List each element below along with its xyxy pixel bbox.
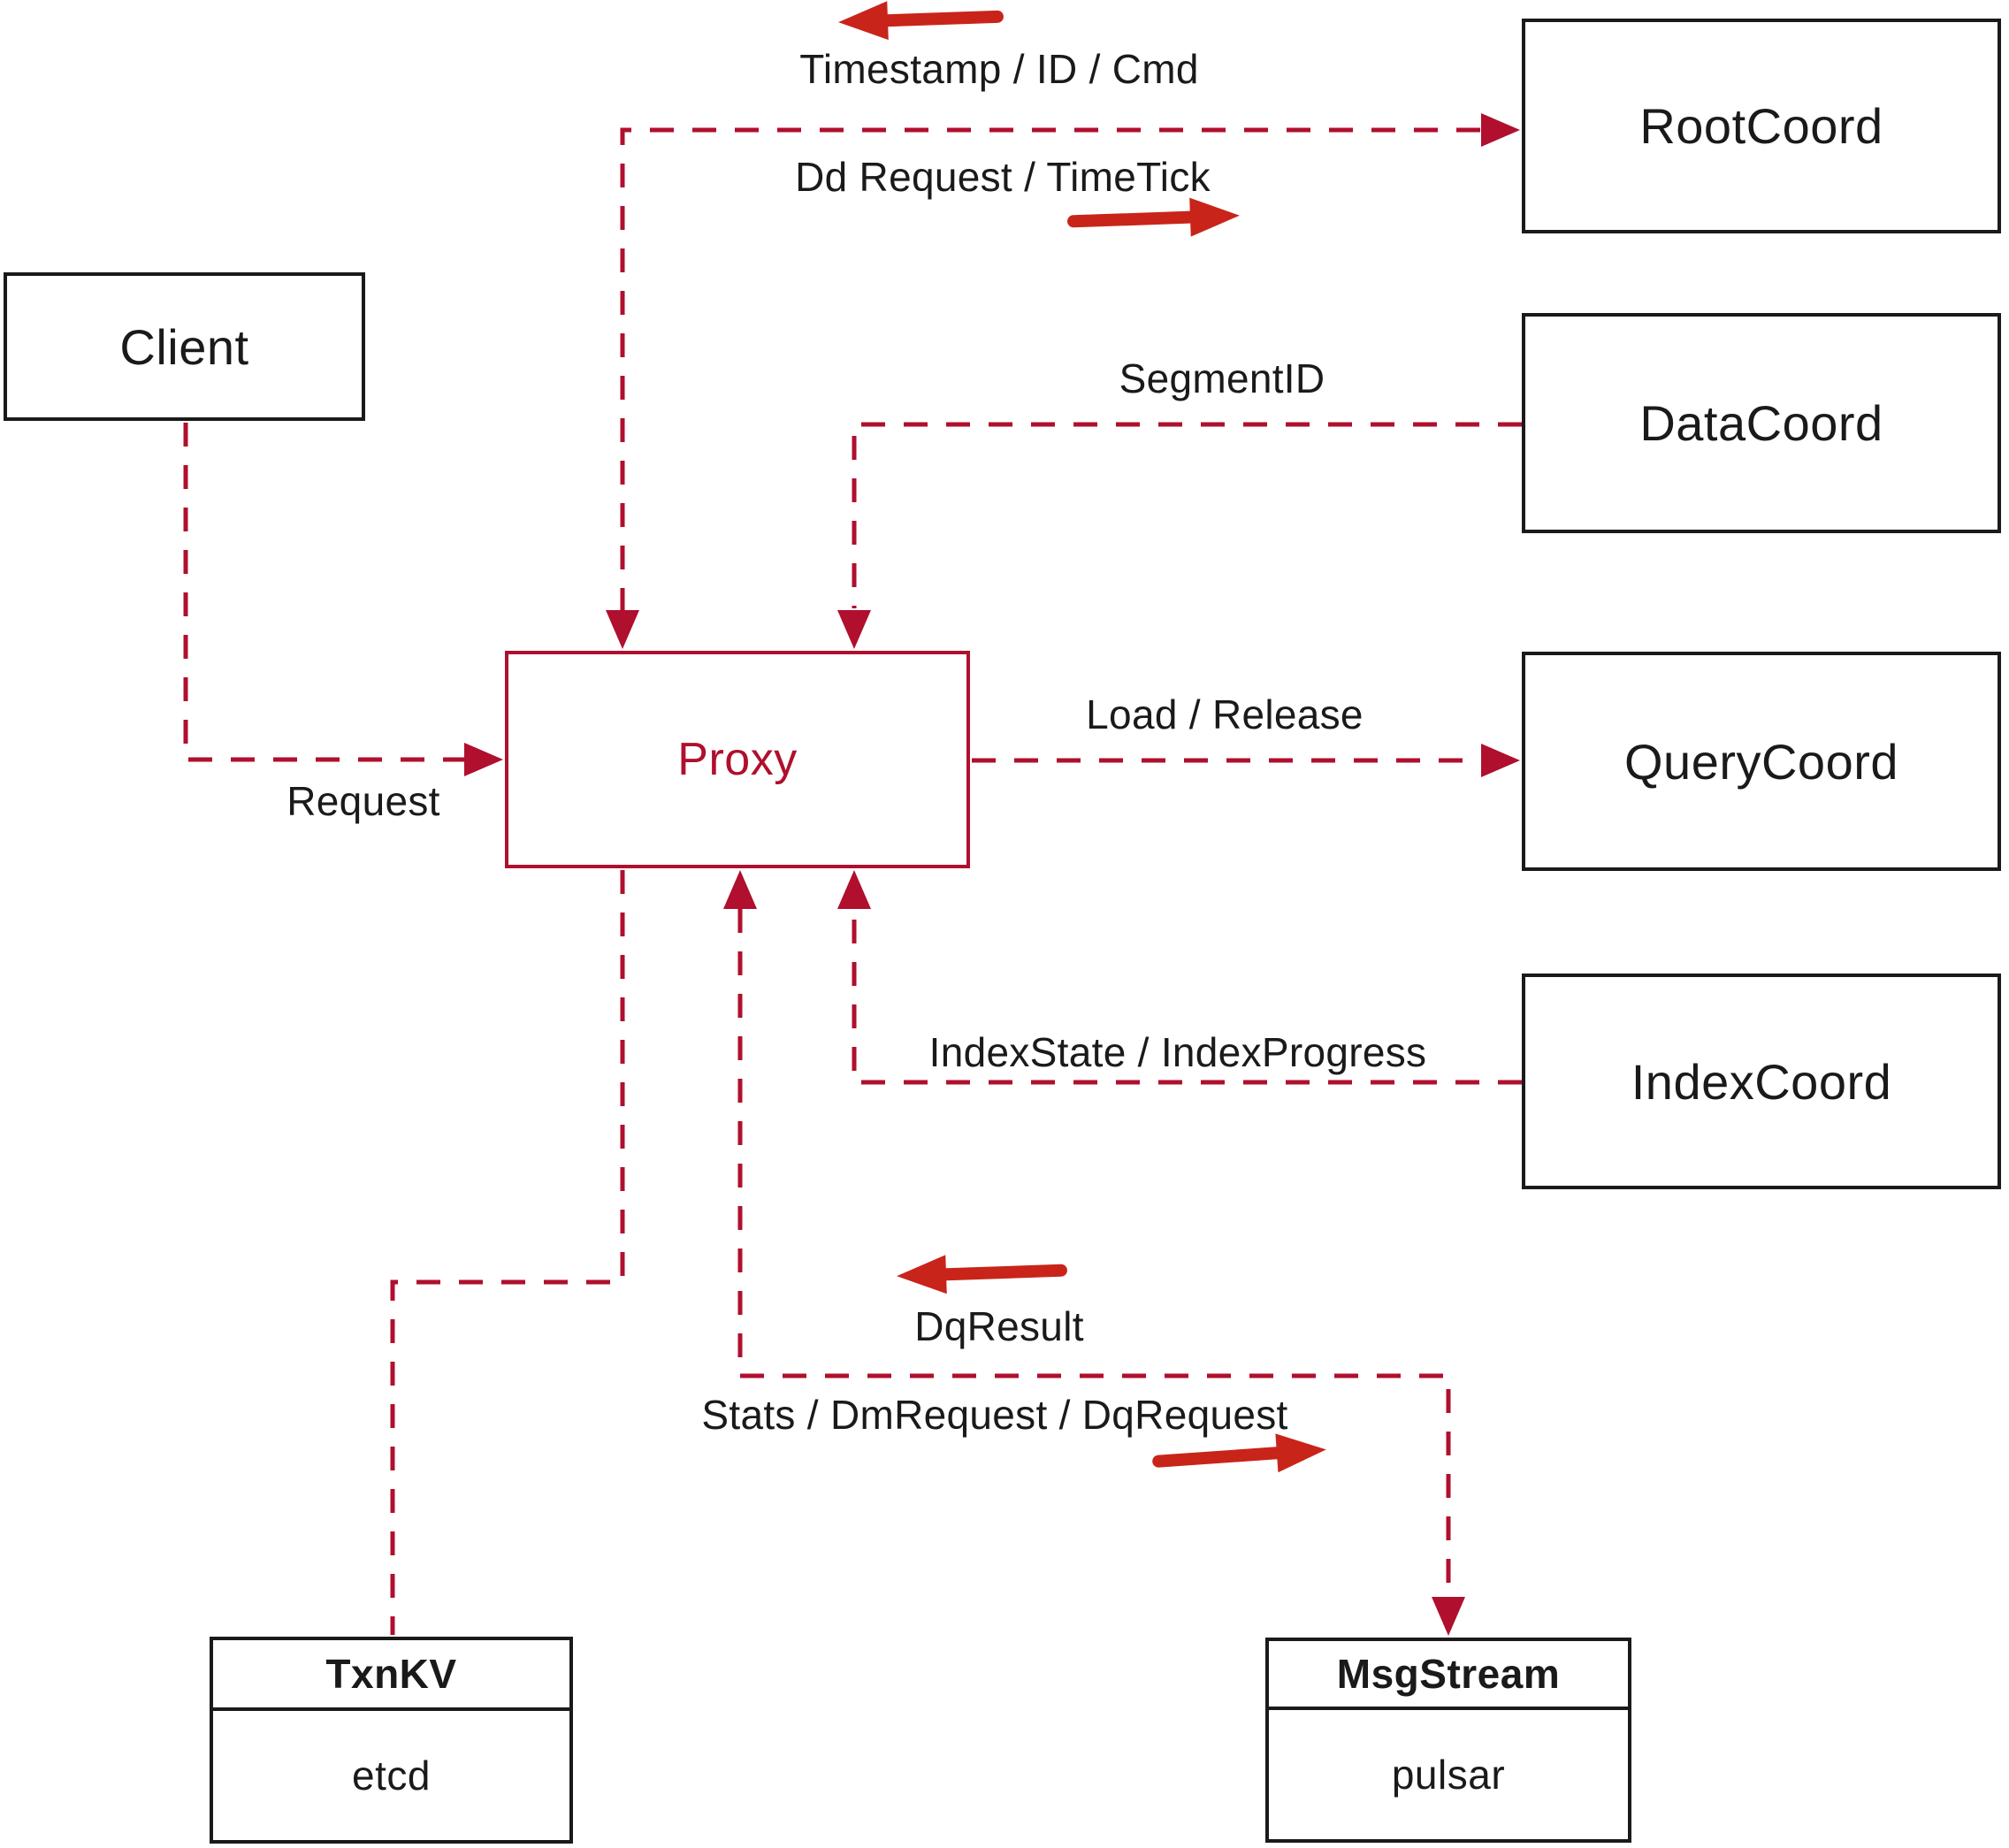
node-msgstream: MsgStream pulsar: [1265, 1638, 1631, 1843]
edge-label-stats: Stats / DmRequest / DqRequest: [701, 1392, 1288, 1438]
node-rootcoord-label: RootCoord: [1639, 98, 1883, 154]
direction-arrow-stats-right: [1152, 1433, 1326, 1473]
direction-arrow-ddrequest-right: [1067, 197, 1240, 237]
edge-client-proxy: [183, 423, 488, 762]
edge-indexcoord-proxy: [852, 911, 1522, 1085]
arrowhead-into-proxy-left: [464, 743, 503, 776]
arrowhead-into-proxy-bottom-left: [723, 870, 757, 909]
arrowhead-into-msgstream: [1432, 1597, 1465, 1636]
node-msgstream-title: MsgStream: [1269, 1641, 1628, 1710]
node-txnkv-impl: etcd: [352, 1753, 431, 1798]
node-txnkv-title: TxnKV: [213, 1640, 569, 1711]
edge-label-timestamp: Timestamp / ID / Cmd: [799, 46, 1199, 92]
node-querycoord: QueryCoord: [1522, 652, 2001, 871]
edge-label-segment-id: SegmentID: [1119, 355, 1325, 401]
node-datacoord-label: DataCoord: [1639, 395, 1883, 451]
node-txnkv: TxnKV etcd: [210, 1637, 573, 1844]
edge-proxy-txnkv: [390, 870, 625, 1635]
edge-label-request: Request: [286, 778, 440, 824]
edge-label-index-state: IndexState / IndexProgress: [928, 1029, 1427, 1075]
node-datacoord: DataCoord: [1522, 313, 2001, 533]
node-indexcoord: IndexCoord: [1522, 974, 2001, 1189]
node-querycoord-label: QueryCoord: [1623, 733, 1899, 790]
direction-arrow-dqresult-left: [897, 1255, 1067, 1294]
node-proxy: Proxy: [505, 651, 970, 868]
node-proxy-label: Proxy: [677, 734, 798, 785]
node-client: Client: [4, 272, 365, 421]
arrowhead-into-proxy-top-left: [606, 610, 639, 649]
node-msgstream-impl: pulsar: [1391, 1752, 1506, 1798]
edge-label-dq-result: DqResult: [914, 1303, 1084, 1349]
arrowhead-into-rootcoord: [1481, 113, 1520, 147]
arrowhead-into-proxy-bottom-right: [837, 870, 871, 909]
arrowhead-into-querycoord: [1481, 744, 1520, 777]
edge-proxy-msgstream: [737, 909, 1451, 1599]
edge-datacoord-proxy: [852, 422, 1522, 608]
edge-label-load-release: Load / Release: [1086, 691, 1364, 737]
node-client-label: Client: [119, 318, 249, 375]
edge-label-dd-request: Dd Request / TimeTick: [795, 154, 1211, 200]
arrowhead-into-proxy-top-right: [837, 610, 871, 649]
node-rootcoord: RootCoord: [1522, 19, 2001, 233]
edge-proxy-rootcoord: [620, 127, 1481, 612]
direction-arrow-timestamp-left: [838, 1, 1004, 41]
node-indexcoord-label: IndexCoord: [1631, 1053, 1892, 1110]
